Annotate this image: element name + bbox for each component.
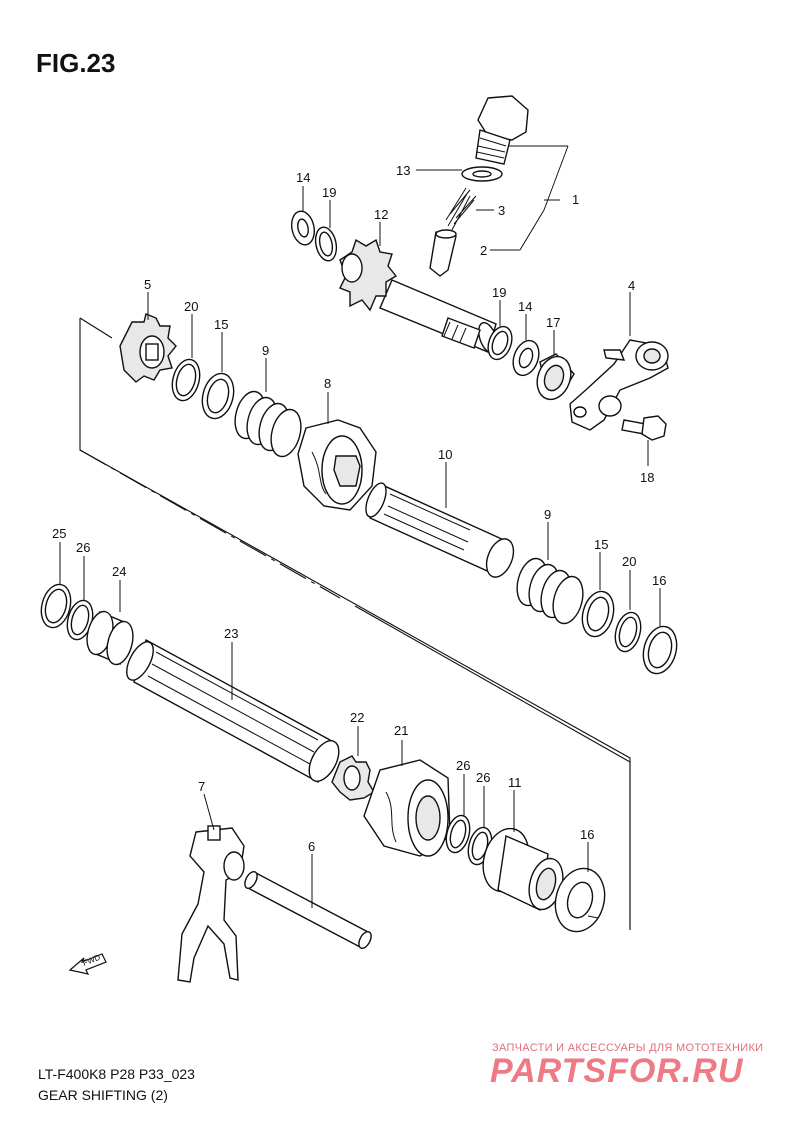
pin-2-part — [429, 229, 457, 277]
washer-14-right-part — [512, 339, 540, 377]
spring-9-right-part — [516, 557, 584, 625]
callout-21: 21 — [394, 723, 408, 738]
callout-16-right: 16 — [652, 573, 666, 588]
callout-10: 10 — [438, 447, 452, 462]
gear-5-part — [119, 313, 177, 383]
callout-5: 5 — [144, 277, 151, 292]
circlip-26-a-part — [445, 814, 471, 854]
watermark-tagline: ЗАПЧАСТИ И АКСЕССУАРЫ ДЛЯ МОТОТЕХНИКИ — [492, 1042, 764, 1054]
callout-3: 3 — [498, 203, 505, 218]
callout-1: 1 — [572, 192, 579, 207]
callout-12: 12 — [374, 207, 388, 222]
callout-20-left: 20 — [184, 299, 198, 314]
assembly-frame — [79, 317, 631, 930]
callout-26-left: 26 — [76, 540, 90, 555]
callout-16-lower: 16 — [580, 827, 594, 842]
shift-bolt-part — [475, 95, 529, 165]
callout-labels: 1 2 4 3 5 6 7 8 9 9 10 11 12 13 14 14 15… — [52, 163, 666, 854]
spring-9-left-part — [234, 390, 302, 458]
callout-7: 7 — [198, 779, 205, 794]
bearing-17-part — [536, 353, 575, 401]
callout-24: 24 — [112, 564, 126, 579]
drum-21-part — [363, 759, 451, 857]
callout-9-left: 9 — [262, 343, 269, 358]
watermark-logo: PARTSFOR.RU — [490, 1052, 744, 1090]
star-washer-22-part — [331, 755, 375, 801]
shift-arm-4-part — [569, 339, 669, 431]
washer-16-lower-part — [554, 867, 606, 933]
callout-13: 13 — [396, 163, 410, 178]
washer-14-top-part — [290, 210, 316, 246]
callout-9-right: 9 — [544, 507, 551, 522]
washer-25-part — [40, 583, 72, 629]
fwd-arrow-icon: FWD — [68, 953, 107, 975]
callout-26-b: 26 — [476, 770, 490, 785]
washer-15-right-part — [581, 590, 615, 638]
callout-15-left: 15 — [214, 317, 228, 332]
figure-title: FIG.23 — [36, 48, 116, 78]
circlip-20-right-part — [614, 611, 642, 653]
callout-11: 11 — [508, 775, 522, 790]
shaft-23-part — [126, 638, 340, 784]
washer-15-left-part — [201, 372, 235, 420]
cam-8-part — [297, 419, 377, 511]
callout-23: 23 — [224, 626, 238, 641]
callout-4: 4 — [628, 278, 635, 293]
bolt-18-part — [621, 415, 667, 441]
rod-6-part — [244, 871, 372, 949]
washer-13-part — [461, 166, 503, 182]
callout-26-a: 26 — [456, 758, 470, 773]
figure-caption: GEAR SHIFTING (2) — [38, 1087, 168, 1103]
callout-6: 6 — [308, 839, 315, 854]
bearing-11-part — [482, 827, 564, 912]
callout-19-top: 19 — [322, 185, 336, 200]
callout-17: 17 — [546, 315, 560, 330]
shaft-10-part — [365, 482, 515, 578]
callout-20-right: 20 — [622, 554, 636, 569]
callout-22: 22 — [350, 710, 364, 725]
callout-18: 18 — [640, 470, 654, 485]
callout-2: 2 — [480, 243, 487, 258]
callout-8: 8 — [324, 376, 331, 391]
bushing-24-part — [86, 610, 134, 666]
shift-fork-7-part — [177, 825, 245, 983]
callout-15-right: 15 — [594, 537, 608, 552]
washer-16-right-part — [642, 625, 678, 675]
leader-lines — [59, 145, 661, 919]
callout-19-right: 19 — [492, 285, 506, 300]
gear-shaft-12-part — [339, 238, 498, 354]
model-code: LT-F400K8 P28 P33_023 — [38, 1066, 195, 1082]
callout-25: 25 — [52, 526, 66, 541]
circlip-20-left-part — [171, 358, 201, 402]
circlip-26-left-part — [66, 599, 94, 641]
circlip-19-right-part — [487, 325, 513, 361]
callout-14-right: 14 — [518, 299, 532, 314]
circlip-19-top-part — [314, 226, 338, 262]
spring-3-part — [445, 187, 477, 231]
callout-14-top: 14 — [296, 170, 310, 185]
